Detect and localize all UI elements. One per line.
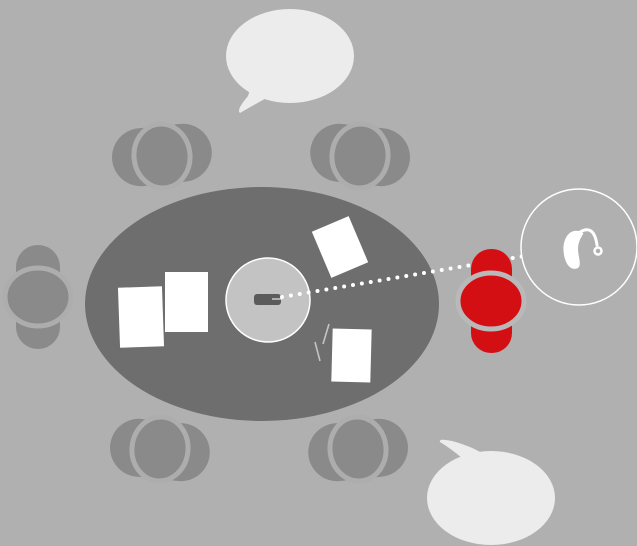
callout-circle [521, 189, 637, 305]
hearing-aid-callout [521, 189, 637, 305]
paper-sheet [331, 329, 371, 383]
table-microphone [226, 258, 310, 342]
paper-sheet [165, 272, 208, 332]
paper-sheet [118, 286, 164, 347]
